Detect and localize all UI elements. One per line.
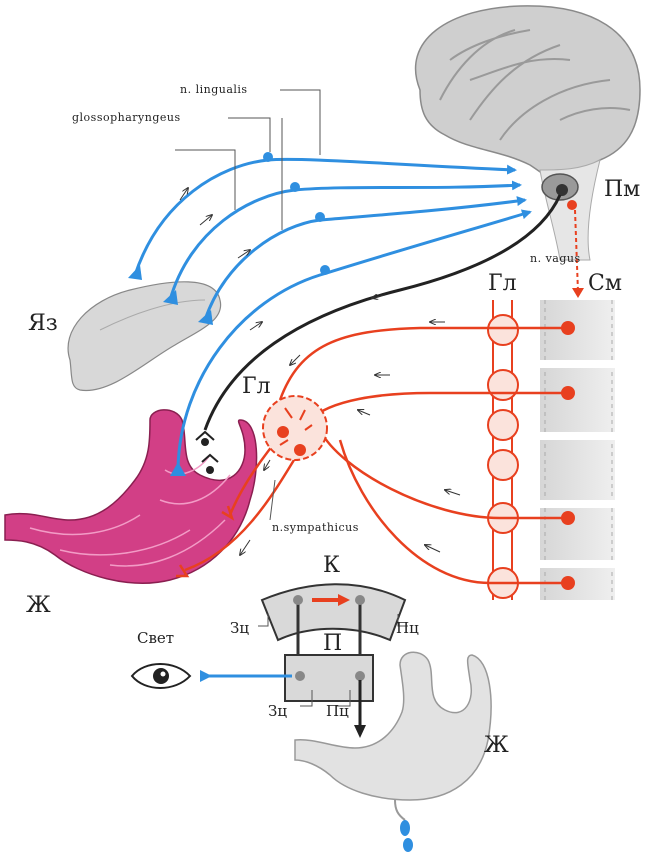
eye-icon	[130, 663, 292, 689]
receptor-2	[163, 290, 178, 305]
label-p: П	[323, 631, 342, 656]
ganglion-2	[290, 182, 300, 192]
vagus-nucleus	[556, 184, 568, 196]
vagus-nerve	[203, 194, 562, 431]
saliva-drop	[400, 820, 410, 836]
ganglion-4	[320, 265, 330, 275]
label-zc-bottom: Зц	[268, 702, 287, 720]
saliva-drop	[403, 838, 413, 852]
subcortex-block	[284, 654, 374, 738]
receptor-3	[198, 310, 213, 325]
label-pm: Пм	[604, 177, 640, 202]
receptor-4	[170, 462, 186, 476]
label-sm: См	[588, 271, 622, 296]
ganglion-1	[263, 152, 273, 162]
label-zc-top: Зц	[230, 619, 249, 637]
cortex-block	[258, 583, 408, 680]
label-n-lingualis: n. lingualis	[180, 83, 248, 96]
celiac-ganglion	[262, 395, 328, 461]
spinal-cord	[540, 300, 615, 600]
ganglion-3	[315, 212, 325, 222]
label-zh-bottom: Ж	[484, 733, 509, 758]
label-glossopharyngeus: glossopharyngeus	[72, 111, 181, 124]
label-pc-top: Пц	[396, 619, 419, 637]
sympathetic-chain	[487, 300, 519, 600]
receptor-1	[128, 265, 142, 280]
label-pc-bottom: Пц	[326, 702, 349, 720]
label-yaz: Яз	[28, 311, 58, 336]
label-n-sympathicus: n.sympathicus	[272, 521, 359, 534]
label-zh-top: Ж	[26, 593, 51, 618]
label-gl-chain: Гл	[488, 271, 517, 296]
label-n-vagus: n. vagus	[530, 252, 581, 265]
tongue	[67, 281, 222, 392]
label-k: К	[323, 553, 340, 578]
stomach-top	[4, 409, 258, 584]
label-gl-ganglion: Гл	[242, 374, 271, 399]
brain	[414, 5, 641, 261]
label-svet: Свет	[137, 629, 174, 647]
salivary-nucleus	[567, 200, 577, 210]
stomach-bottom	[294, 651, 492, 852]
